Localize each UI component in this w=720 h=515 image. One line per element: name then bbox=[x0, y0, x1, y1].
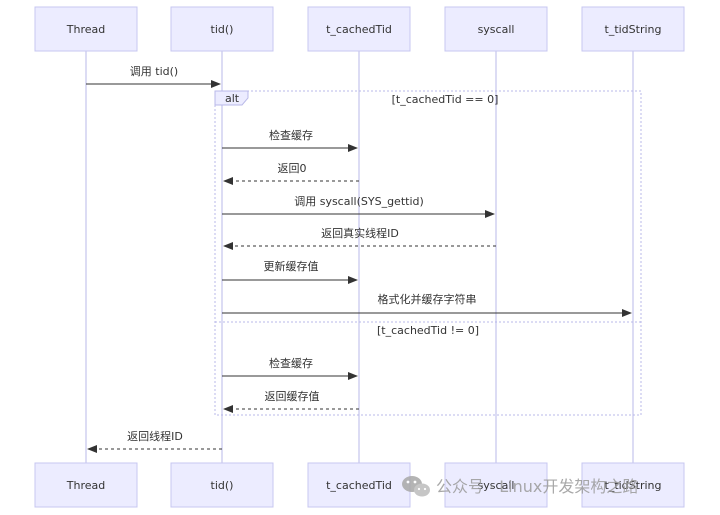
actor-syscall-label-bottom: syscall bbox=[478, 479, 515, 492]
actor-tidstring-bottom: t_tidString bbox=[581, 462, 685, 508]
msg-2-label: 检查缓存 bbox=[269, 128, 313, 142]
actor-syscall-bottom: syscall bbox=[444, 462, 548, 508]
alt-keyword: alt bbox=[225, 92, 240, 105]
watermark: 公众号 · Linux开发架构之路 bbox=[402, 476, 638, 497]
alt-condition-2: [t_cachedTid != 0] bbox=[377, 324, 479, 337]
actors-top: Thread tid() t_cachedTid syscall t_tidSt… bbox=[34, 6, 685, 52]
actor-thread-label-bottom: Thread bbox=[66, 479, 105, 492]
actor-tid-label: tid() bbox=[211, 23, 234, 36]
messages: 调用 tid() 检查缓存 返回0 调用 syscall(SYS_gettid)… bbox=[86, 65, 632, 453]
actor-thread-label: Thread bbox=[66, 23, 105, 36]
actor-syscall-label: syscall bbox=[478, 23, 515, 36]
actor-tidstring-label: t_tidString bbox=[605, 23, 662, 36]
actor-thread-top: Thread bbox=[34, 6, 138, 52]
actor-tid-label-bottom: tid() bbox=[211, 479, 234, 492]
msg-8-label: 检查缓存 bbox=[269, 356, 313, 370]
actor-thread-bottom: Thread bbox=[34, 462, 138, 508]
actor-cached-label: t_cachedTid bbox=[326, 23, 392, 36]
msg-3-label: 返回0 bbox=[278, 162, 307, 175]
lifelines bbox=[85, 51, 634, 463]
actor-tid-top: tid() bbox=[170, 6, 274, 52]
alt-frame-tab bbox=[214, 90, 249, 106]
msg-4-label: 调用 syscall(SYS_gettid) bbox=[294, 195, 424, 208]
actor-syscall-top: syscall bbox=[444, 6, 548, 52]
msg-1-label: 调用 tid() bbox=[130, 65, 178, 78]
actor-cached-top: t_cachedTid bbox=[307, 6, 411, 52]
alt-condition-1: [t_cachedTid == 0] bbox=[392, 93, 499, 106]
alt-frame: alt [t_cachedTid == 0] [t_cachedTid != 0… bbox=[214, 90, 642, 416]
msg-9-label: 返回缓存值 bbox=[265, 389, 320, 403]
actors-bottom: Thread tid() t_cachedTid syscall t_tidSt… bbox=[34, 462, 685, 508]
msg-6-label: 更新缓存值 bbox=[264, 259, 319, 273]
actor-cached-label-bottom: t_cachedTid bbox=[326, 479, 392, 492]
wechat-icon bbox=[402, 476, 430, 497]
msg-7-label: 格式化并缓存字符串 bbox=[378, 292, 477, 306]
alt-frame-border bbox=[214, 90, 642, 416]
msg-10-label: 返回线程ID bbox=[127, 429, 183, 443]
actor-tidstring-top: t_tidString bbox=[581, 6, 685, 52]
msg-5-label: 返回真实线程ID bbox=[321, 226, 399, 240]
actor-tid-bottom: tid() bbox=[170, 462, 274, 508]
watermark-text: 公众号 · Linux开发架构之路 bbox=[436, 477, 638, 496]
actor-tidstring-label-bottom: t_tidString bbox=[605, 479, 662, 492]
actor-cached-bottom: t_cachedTid bbox=[307, 462, 411, 508]
